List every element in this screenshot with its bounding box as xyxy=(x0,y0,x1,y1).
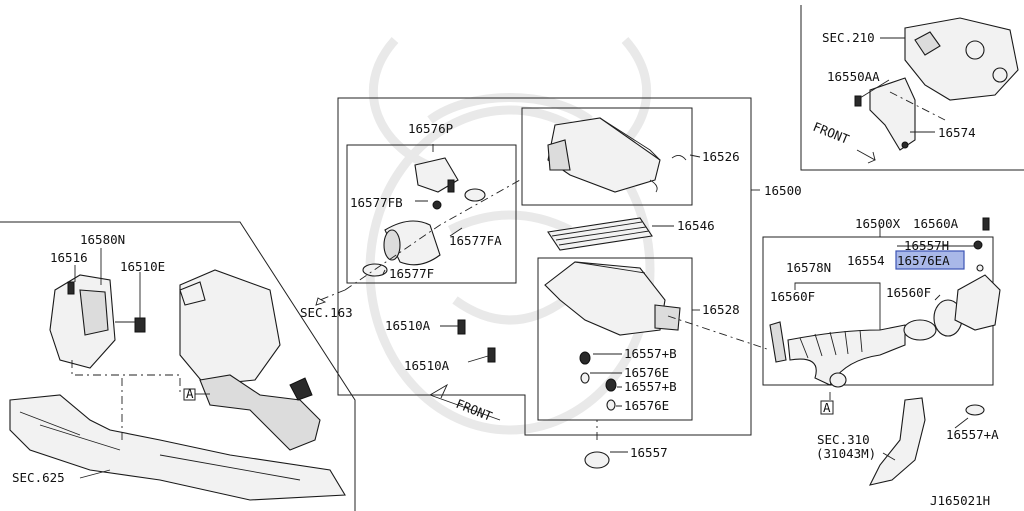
part-bolts-mid xyxy=(429,319,501,421)
highlight-16576EA xyxy=(895,250,965,270)
label-16557B-2: 16557+B xyxy=(624,379,677,394)
label-sec310-part: (31043M) xyxy=(816,446,876,461)
label-16528: 16528 xyxy=(702,302,740,317)
label-front-top: FRONT xyxy=(811,119,852,147)
label-16554: 16554 xyxy=(847,253,885,268)
part-air-cleaner-cover xyxy=(547,117,701,193)
left-panel-frame xyxy=(0,221,356,511)
label-diagram-code: J165021H xyxy=(930,493,990,508)
inset-throttle-bracket xyxy=(800,5,1024,171)
label-16577FB: 16577FB xyxy=(350,195,403,210)
part-air-box-left xyxy=(179,269,321,451)
label-16560A: 16560A xyxy=(913,216,959,231)
label-16576EA: 16576EA xyxy=(897,253,950,268)
label-16510A-1: 16510A xyxy=(385,318,431,333)
part-inlet-duct xyxy=(315,144,521,306)
label-16557H: 16557H xyxy=(904,238,949,253)
label-16574: 16574 xyxy=(938,125,976,140)
main-assembly-frame xyxy=(337,97,760,436)
part-air-duct-hose xyxy=(667,217,1001,402)
label-16516: 16516 xyxy=(50,250,88,265)
label-16557A: 16557+A xyxy=(946,427,999,442)
label-ref-a-right: A xyxy=(823,400,831,415)
label-16557B-1: 16557+B xyxy=(624,346,677,361)
label-ref-a-left: A xyxy=(186,386,194,401)
label-16550AA: 16550AA xyxy=(827,69,880,84)
label-sec210: SEC.210 xyxy=(822,30,875,45)
label-sec310: SEC.310 xyxy=(817,432,870,447)
part-cross-member xyxy=(9,360,346,501)
label-16577F: 16577F xyxy=(389,266,434,281)
label-sec625: SEC.625 xyxy=(12,470,65,485)
label-16546: 16546 xyxy=(677,218,715,233)
ref-box-a-right xyxy=(820,400,834,415)
label-16500: 16500 xyxy=(764,183,802,198)
part-air-filter xyxy=(547,217,674,251)
label-16577FA: 16577FA xyxy=(449,233,502,248)
label-16576E-1: 16576E xyxy=(624,365,669,380)
part-bracket-lower xyxy=(868,397,985,486)
label-16580N: 16580N xyxy=(80,232,125,247)
label-sec163: SEC.163 xyxy=(300,305,353,320)
label-16576P: 16576P xyxy=(408,121,453,136)
part-resonator-left xyxy=(49,248,146,369)
label-16560F-1: 16560F xyxy=(770,289,815,304)
label-16510A-2: 16510A xyxy=(404,358,450,373)
label-16557: 16557 xyxy=(630,445,668,460)
label-16500X: 16500X xyxy=(855,216,901,231)
part-labels: SEC.210 16550AA 16574 FRONT 16576P 16526… xyxy=(12,30,999,508)
label-16510E: 16510E xyxy=(120,259,165,274)
label-16526: 16526 xyxy=(702,149,740,164)
part-air-cleaner-lower xyxy=(544,261,700,469)
label-16560F-2: 16560F xyxy=(886,285,931,300)
label-16576E-2: 16576E xyxy=(624,398,669,413)
label-16578N: 16578N xyxy=(786,260,831,275)
